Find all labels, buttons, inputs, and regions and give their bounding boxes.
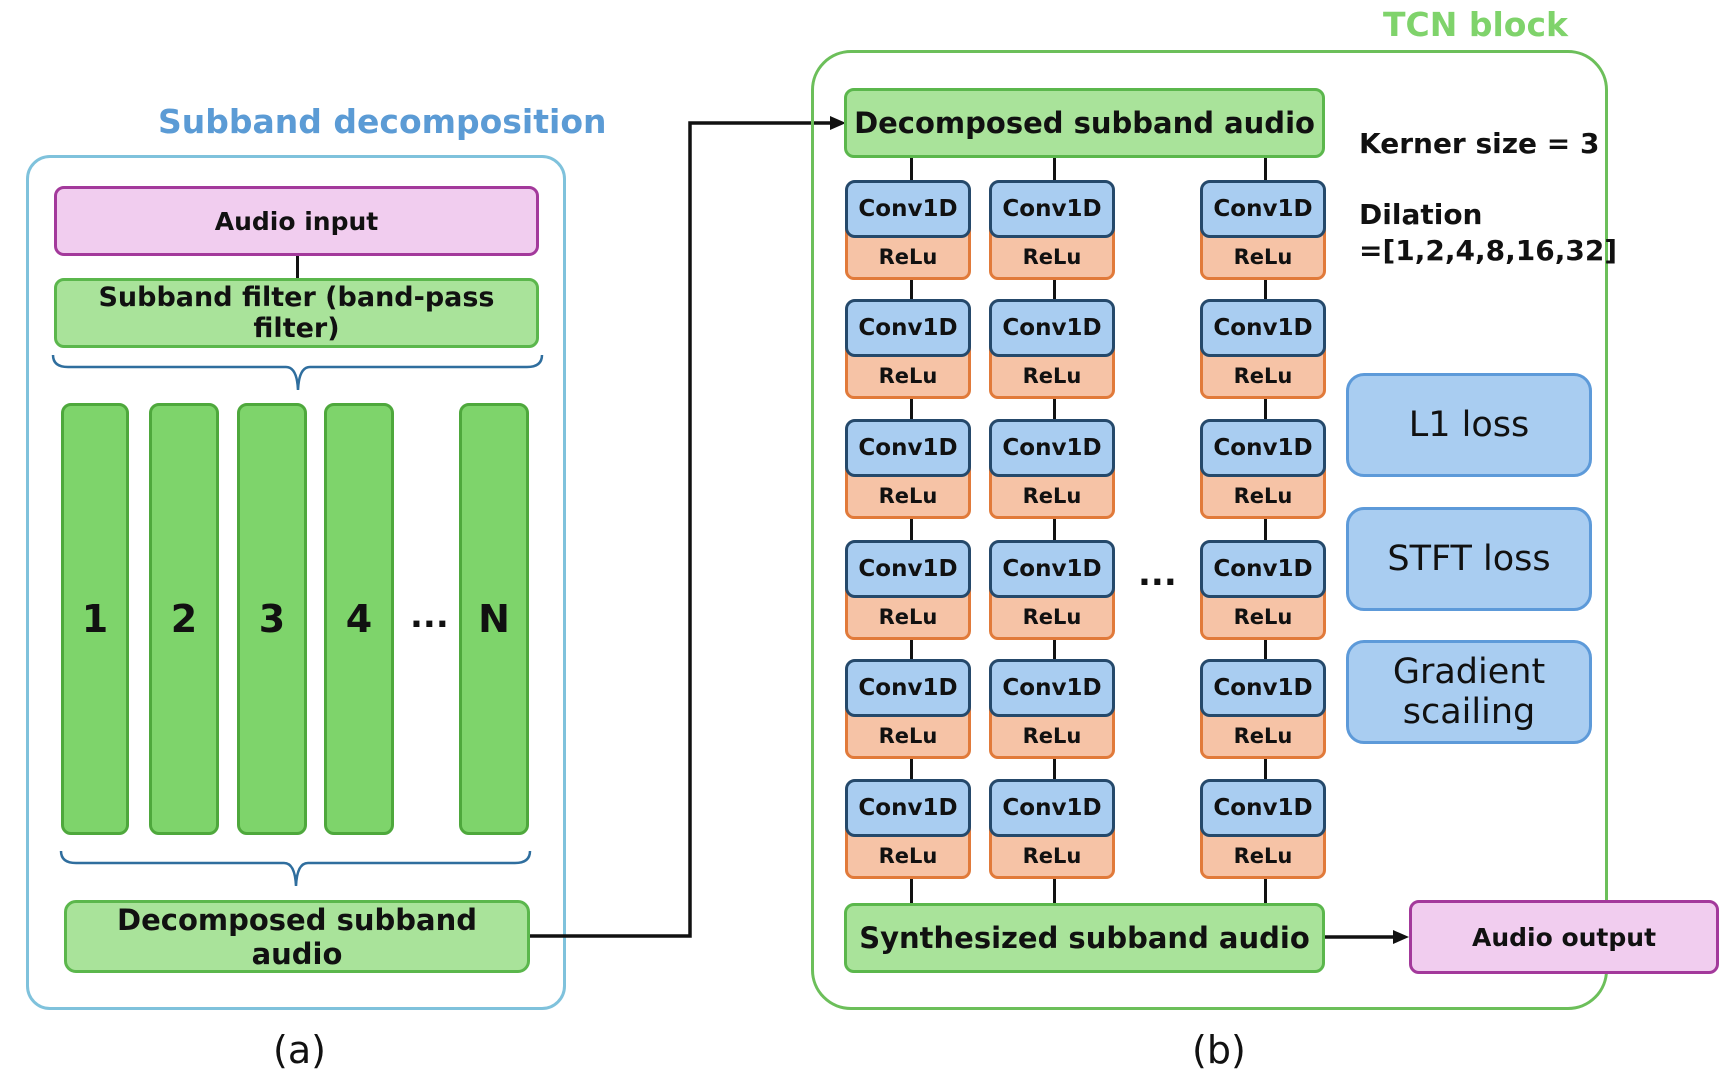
- subband-filter-box: Subband filter (band-pass filter): [54, 278, 539, 348]
- audio-input-box: Audio input: [54, 186, 539, 256]
- band-2: 2: [149, 403, 219, 835]
- conv1d-label: Conv1D: [989, 659, 1115, 717]
- stft-loss-box: STFT loss: [1346, 507, 1592, 611]
- conv1d-label: Conv1D: [989, 540, 1115, 598]
- connector-input-filter: [296, 256, 299, 278]
- l1-loss-box: L1 loss: [1346, 373, 1592, 477]
- caption-b: (b): [1192, 1028, 1246, 1072]
- audio-output-box: Audio output: [1409, 900, 1719, 974]
- brace-bottom: [59, 850, 532, 887]
- panel-b-title: TCN block: [1383, 5, 1568, 44]
- band-1: 1: [61, 403, 129, 835]
- conv1d-label: Conv1D: [845, 659, 971, 717]
- decomposed-audio-b: Decomposed subband audio: [844, 88, 1325, 158]
- column-line-2: [1053, 158, 1056, 903]
- conv1d-label: Conv1D: [1200, 540, 1326, 598]
- panel-b-frame: [811, 50, 1608, 1010]
- conv1d-label: Conv1D: [845, 299, 971, 357]
- band-ellipsis: ...: [410, 596, 449, 636]
- band-3: 3: [237, 403, 307, 835]
- conv1d-label: Conv1D: [1200, 779, 1326, 837]
- conv1d-label: Conv1D: [1200, 299, 1326, 357]
- conv1d-label: Conv1D: [1200, 419, 1326, 477]
- conv1d-label: Conv1D: [989, 419, 1115, 477]
- conv1d-label: Conv1D: [1200, 180, 1326, 238]
- dilation-label: Dilation: [1359, 198, 1483, 231]
- conv1d-label: Conv1D: [989, 779, 1115, 837]
- conv1d-label: Conv1D: [989, 299, 1115, 357]
- column-line-1: [910, 158, 913, 903]
- band-4: 4: [324, 403, 394, 835]
- column-line-3: [1264, 158, 1267, 903]
- dilation-values: =[1,2,4,8,16,32]: [1359, 234, 1618, 267]
- synthesized-audio-box: Synthesized subband audio: [844, 903, 1325, 973]
- column-ellipsis: ...: [1138, 554, 1177, 594]
- conv1d-label: Conv1D: [845, 419, 971, 477]
- conv1d-label: Conv1D: [845, 779, 971, 837]
- gradient-scaling-box: Gradient scailing: [1346, 640, 1592, 744]
- panel-a-frame: [26, 155, 566, 1010]
- panel-a-title: Subband decomposition: [158, 102, 607, 141]
- kernel-size-text: Kerner size = 3: [1359, 127, 1600, 160]
- band-n: N: [459, 403, 529, 835]
- conv1d-label: Conv1D: [845, 180, 971, 238]
- decomposed-audio-a: Decomposed subband audio: [64, 900, 530, 973]
- conv1d-label: Conv1D: [1200, 659, 1326, 717]
- brace-top: [51, 354, 544, 391]
- conv1d-label: Conv1D: [845, 540, 971, 598]
- conv1d-label: Conv1D: [989, 180, 1115, 238]
